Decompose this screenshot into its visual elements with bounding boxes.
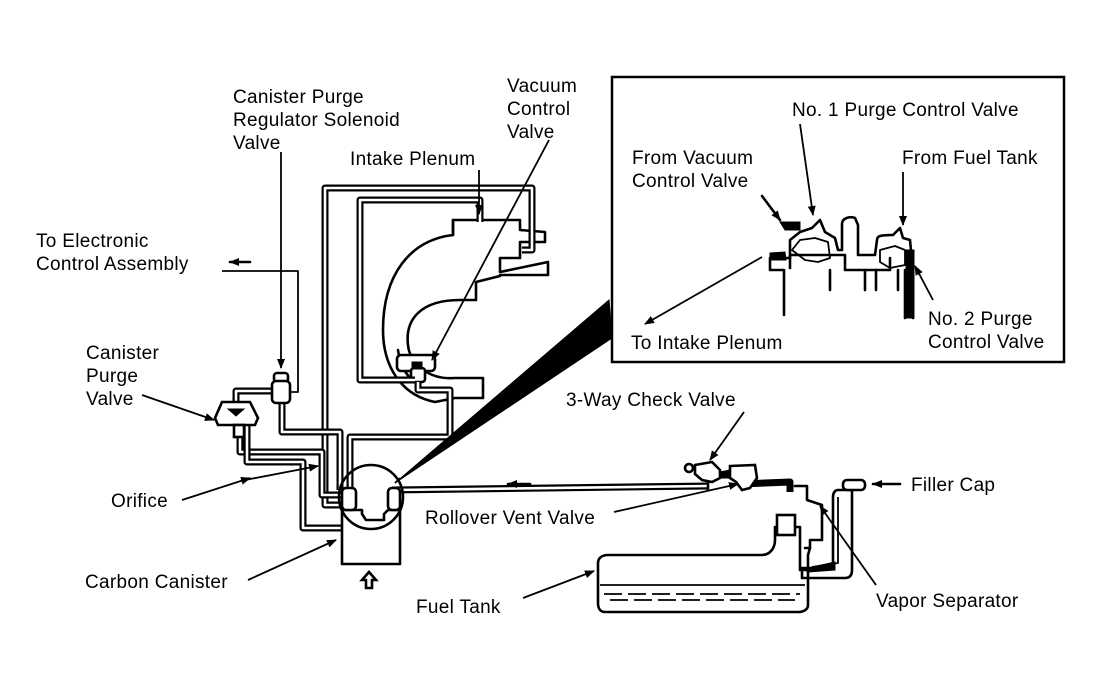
flow-arrows	[228, 258, 902, 590]
fuel-tank	[596, 525, 810, 614]
inset-label-from-fuel-tank: From Fuel Tank	[902, 148, 1038, 169]
eca-wire	[222, 270, 299, 393]
purge-solenoid-valve	[270, 371, 292, 405]
inset-canister-valves	[768, 215, 915, 320]
carbon-canister	[337, 463, 405, 566]
label-carbon-canister: Carbon Canister	[85, 572, 228, 593]
label-vapor-separator: Vapor Separator	[876, 591, 1019, 612]
vapor-separator	[775, 484, 824, 574]
label-canister-purge-valve: Canister Purge Valve	[86, 343, 160, 410]
label-vacuum-control-valve: Vacuum Control Valve	[507, 76, 578, 143]
label-filler-cap: Filler Cap	[911, 475, 996, 496]
label-three-way-check-valve: 3-Way Check Valve	[566, 390, 736, 411]
inset-label-from-vacuum-control-valve: From Vacuum Control Valve	[632, 148, 754, 192]
inset-callout-wedge	[394, 298, 613, 484]
inset-label-no1-purge-control-valve: No. 1 Purge Control Valve	[792, 100, 1019, 121]
vacuum-control-valve	[395, 353, 437, 384]
fresh-air-inlet-arrow	[359, 570, 379, 590]
three-way-check-valve	[683, 460, 722, 492]
inset-label-to-intake-plenum: To Intake Plenum	[631, 333, 783, 354]
label-to-electronic-control-assembly: To Electronic Control Assembly	[36, 231, 189, 275]
inset-label-no2-purge-control-valve: No. 2 Purge Control Valve	[928, 309, 1045, 353]
leader-lines	[141, 123, 934, 599]
label-intake-plenum: Intake Plenum	[350, 149, 476, 170]
label-rollover-vent-valve: Rollover Vent Valve	[425, 508, 596, 529]
label-fuel-tank: Fuel Tank	[416, 597, 501, 618]
filler-neck	[800, 478, 867, 580]
canister-purge-valve	[213, 400, 260, 439]
label-canister-purge-regulator-solenoid-valve: Canister Purge Regulator Solenoid Valve	[233, 87, 401, 154]
inset-box	[610, 75, 1066, 364]
label-orifice: Orifice	[111, 491, 168, 512]
rollover-vent-valve	[719, 463, 759, 492]
